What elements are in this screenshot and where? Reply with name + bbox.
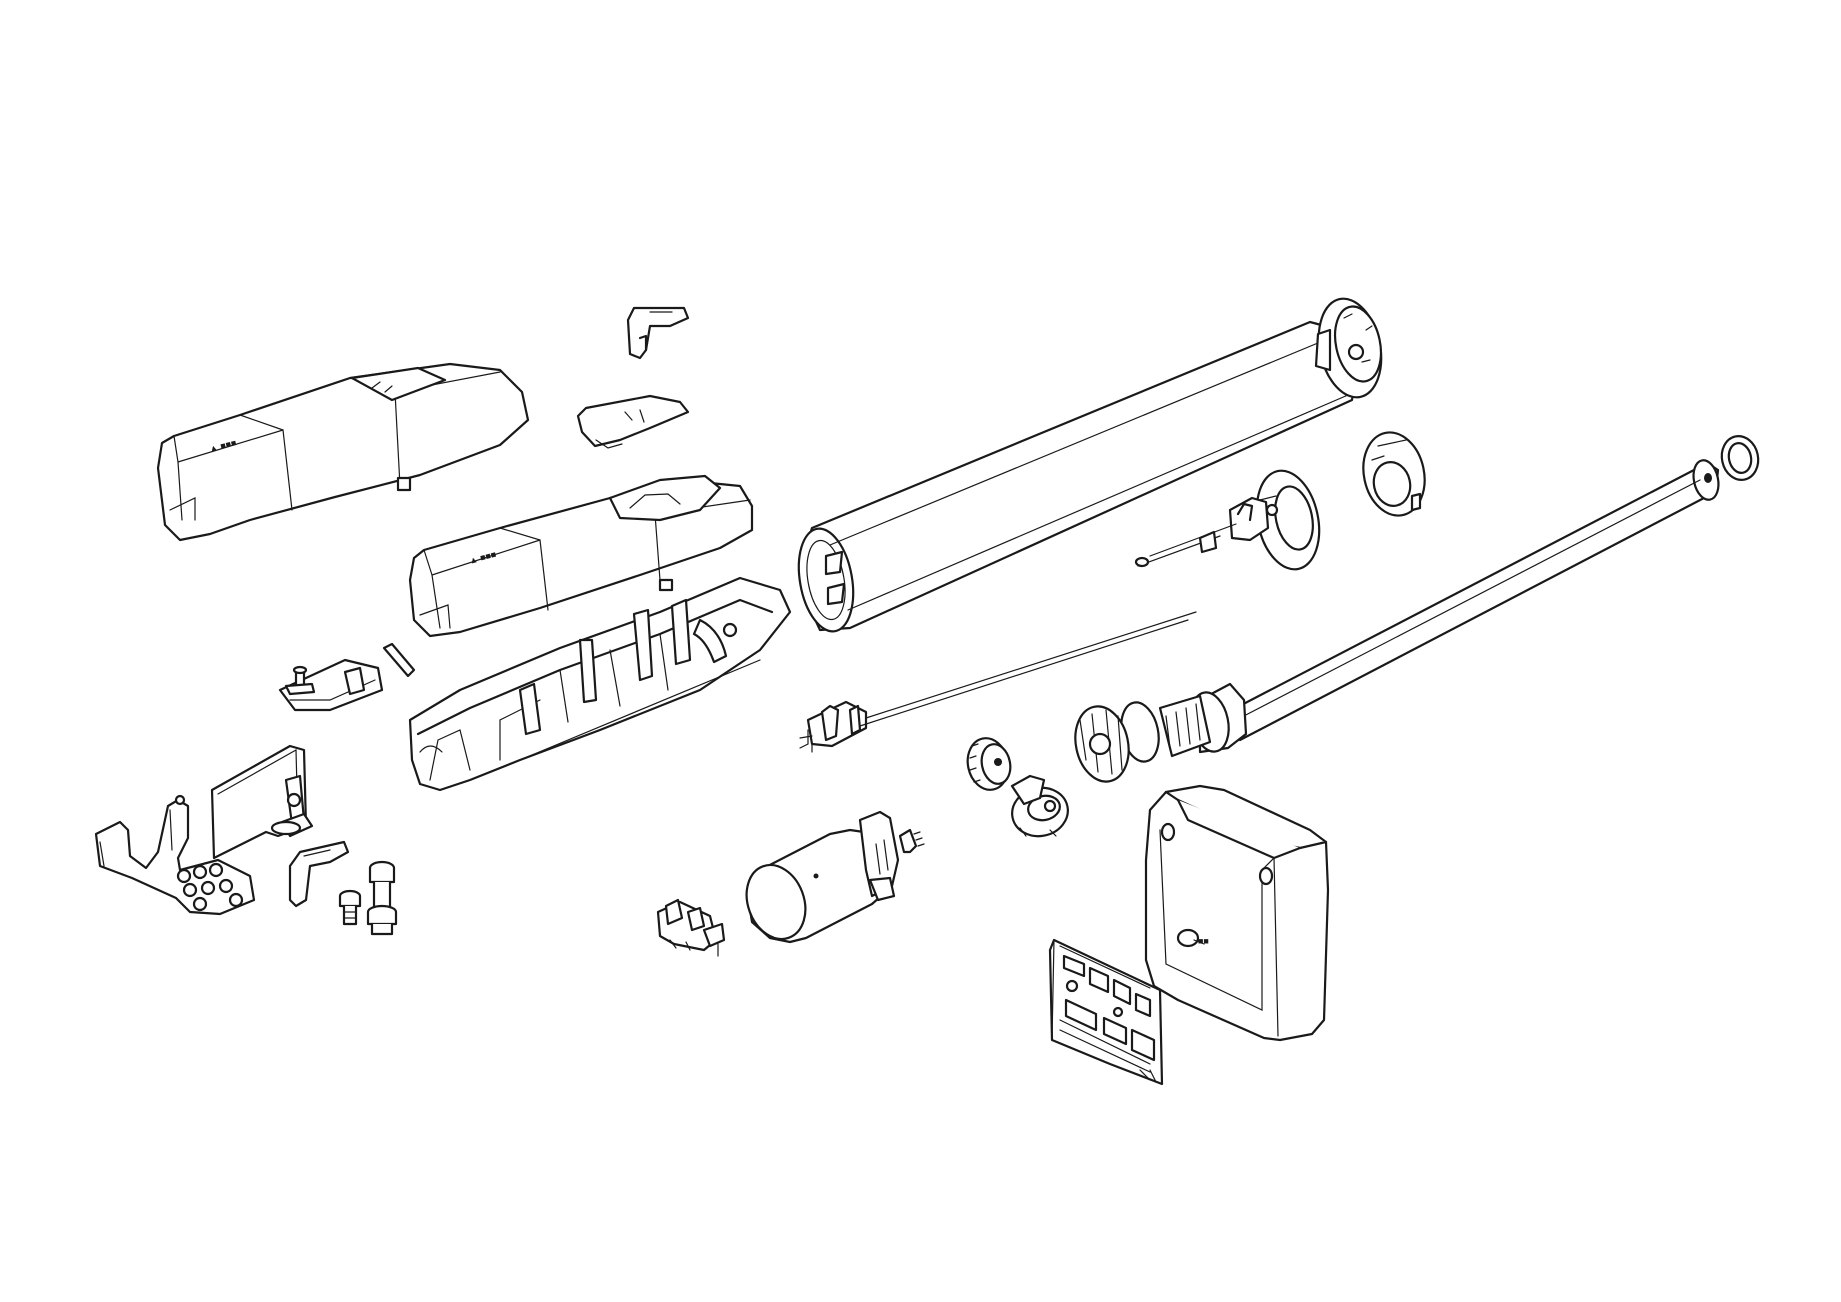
push-rod (1226, 459, 1720, 742)
large-bolt (366, 860, 398, 936)
release-key (626, 306, 690, 360)
end-flange (1362, 431, 1426, 517)
small-bolt (338, 889, 362, 926)
pin (382, 642, 416, 678)
gear-hub (1010, 774, 1069, 838)
top-cover-closed: ▲ ■■■ (156, 362, 530, 542)
terminal-connector (656, 898, 726, 957)
lower-housing (408, 576, 792, 792)
motor (745, 810, 925, 944)
outer-tube (797, 320, 1360, 633)
pinion-gear (966, 737, 1012, 791)
post-bracket (94, 794, 256, 916)
svg-text:■■: ■■ (1198, 936, 1209, 946)
top-cover-open: ▲ ■■■ (408, 474, 754, 638)
tube-end-cap (1314, 297, 1383, 399)
limit-switch-rod (799, 611, 1197, 753)
release-hatch-cover (576, 394, 690, 449)
small-bracket-plate (278, 658, 384, 712)
limit-switch-bracket (1134, 469, 1321, 571)
control-box: ■■ (1144, 784, 1330, 1042)
rear-bracket (210, 744, 314, 860)
control-board (1048, 938, 1164, 1086)
ring-seal (1720, 435, 1760, 481)
spare-release-key (288, 840, 350, 908)
worm-gear-assembly (1074, 682, 1248, 783)
